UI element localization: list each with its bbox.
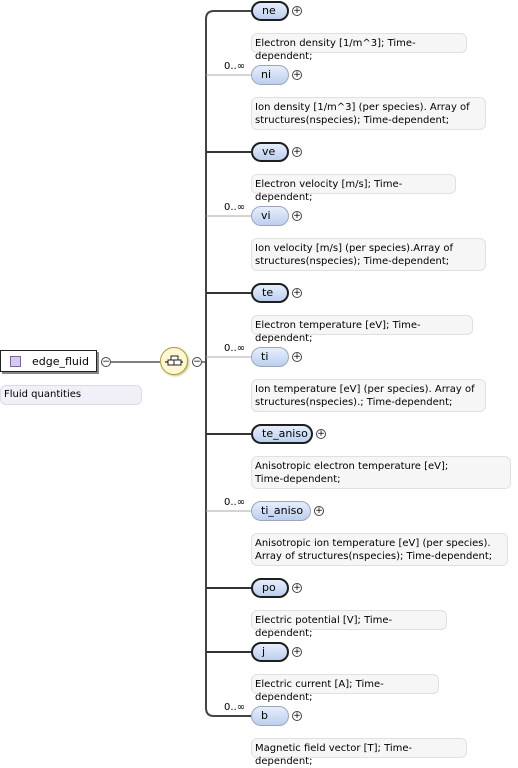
documentation-po: Electric potential [V]; Time-dependent;: [251, 610, 447, 639]
element-ne[interactable]: ne: [251, 1, 289, 21]
root-element-edge-fluid[interactable]: edge_fluid: [0, 350, 97, 372]
root-documentation: Fluid quantities: [0, 385, 142, 405]
element-ti[interactable]: ti: [251, 347, 289, 367]
expand-icon[interactable]: +: [292, 647, 302, 657]
multiplicity-label: 0..∞: [224, 497, 246, 508]
multiplicity-label: 0..∞: [224, 202, 246, 213]
expand-icon[interactable]: +: [292, 6, 302, 16]
element-te[interactable]: te: [251, 283, 289, 303]
expand-icon[interactable]: +: [292, 70, 302, 80]
root-collapse-icon[interactable]: −: [101, 357, 111, 367]
multiplicity-label: 0..∞: [224, 61, 246, 72]
element-ti-aniso[interactable]: ti_aniso: [251, 501, 311, 521]
documentation-ti-aniso: Anisotropic ion temperature [eV] (per sp…: [251, 533, 508, 566]
expand-icon[interactable]: +: [292, 147, 302, 157]
multiplicity-label: 0..∞: [224, 702, 246, 713]
sequence-spine-line: [205, 10, 251, 717]
expand-icon[interactable]: +: [292, 711, 302, 721]
documentation-ne: Electron density [1/m^3]; Time-dependent…: [251, 33, 467, 62]
documentation-ni: Ion density [1/m^3] (per species). Array…: [251, 97, 486, 130]
sequence-icon: [165, 355, 183, 366]
expand-icon[interactable]: +: [292, 288, 302, 298]
documentation-te-aniso: Anisotropic electron temperature [eV]; T…: [251, 456, 511, 489]
documentation-ti: Ion temperature [eV] (per species). Arra…: [251, 379, 486, 412]
expand-icon[interactable]: +: [292, 583, 302, 593]
root-element-label: edge_fluid: [32, 354, 89, 368]
multiplicity-label: 0..∞: [224, 343, 246, 354]
element-j[interactable]: j: [251, 642, 289, 662]
expand-icon[interactable]: +: [314, 506, 324, 516]
documentation-vi: Ion velocity [m/s] (per species).Array o…: [251, 238, 486, 271]
documentation-te: Electron temperature [eV]; Time-dependen…: [251, 315, 473, 344]
documentation-ve: Electron velocity [m/s]; Time-dependent;: [251, 174, 456, 203]
element-po[interactable]: po: [251, 578, 289, 598]
complex-type-icon: [10, 355, 21, 367]
sequence-collapse-icon[interactable]: −: [192, 357, 202, 367]
element-vi[interactable]: vi: [251, 206, 289, 226]
element-ni[interactable]: ni: [251, 65, 289, 85]
expand-icon[interactable]: +: [292, 352, 302, 362]
element-b[interactable]: b: [251, 706, 289, 726]
element-ve[interactable]: ve: [251, 142, 289, 162]
element-te-aniso[interactable]: te_aniso: [251, 424, 313, 444]
expand-icon[interactable]: +: [292, 211, 302, 221]
sequence-compositor-icon[interactable]: [160, 347, 188, 375]
expand-icon[interactable]: +: [316, 429, 326, 439]
documentation-j: Electric current [A]; Time-dependent;: [251, 674, 439, 703]
documentation-b: Magnetic field vector [T]; Time-dependen…: [251, 738, 467, 767]
